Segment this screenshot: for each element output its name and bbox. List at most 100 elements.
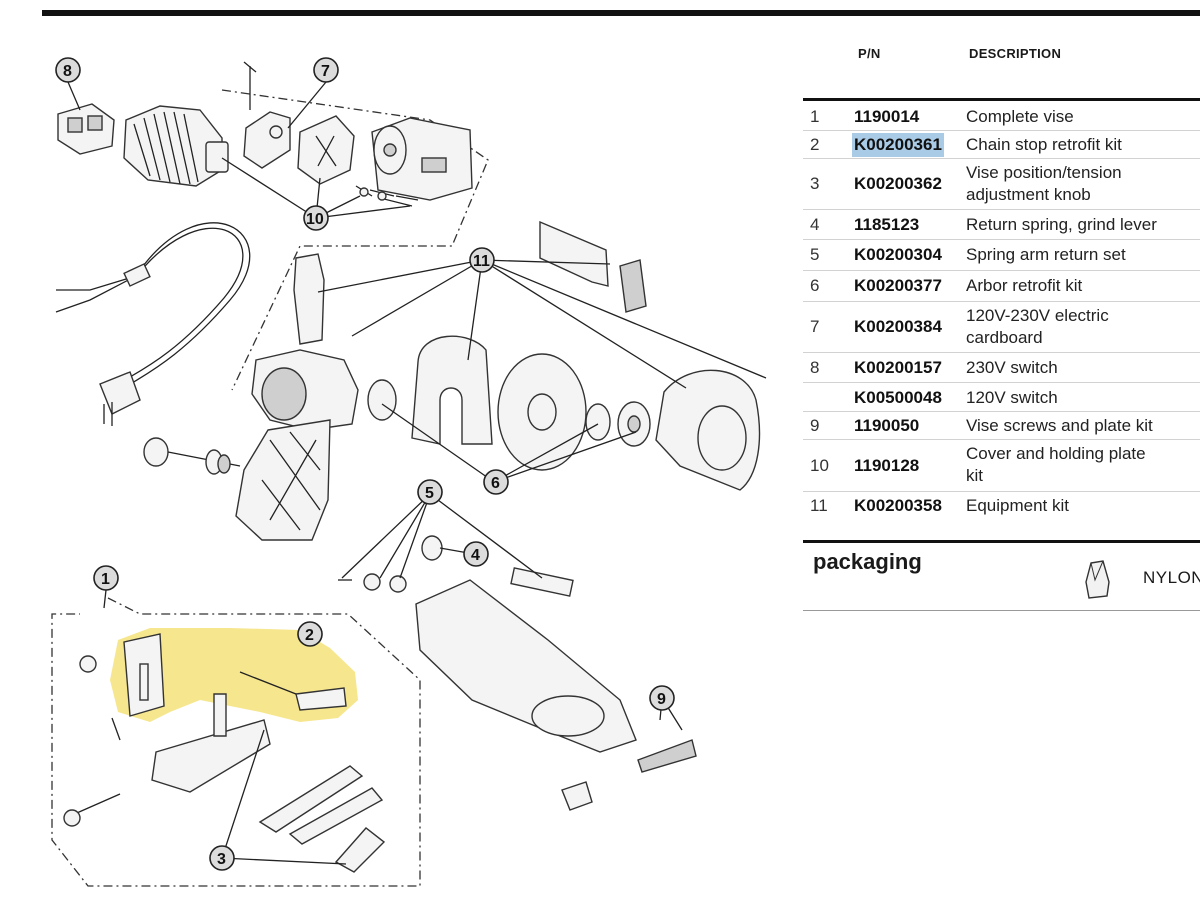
row-part-number: 1190014 [854,107,920,126]
table-row: 10 1190128 Cover and holding plate kit [803,439,1200,492]
row-part-number: K00200157 [854,358,942,377]
row-description: 120V-230V electric [966,306,1109,325]
callout-9: 9 [649,685,675,711]
vise-parts [63,633,386,873]
row-part-number: K00200362 [854,174,942,193]
row-number: 5 [810,245,820,264]
row-number: 11 [810,496,828,515]
callout-6: 6 [483,469,509,495]
table-row: 8 K00200157 230V switch [803,352,1200,383]
leader-lines [67,81,767,865]
svg-text:1: 1 [101,571,110,588]
depth-plate [539,220,647,313]
callout-4: 4 [463,541,489,567]
base [415,567,697,811]
arbor-shaft [143,437,241,475]
row-description: Vise screws and plate kit [966,416,1153,435]
callout-11: 11 [469,247,495,273]
exploded-parts-diagram: 1 2 3 4 5 6 7 8 9 10 11 [51,57,767,887]
switch-part-8 [57,103,115,155]
row-description: Vise position/tension [966,163,1122,182]
callout-1: 1 [93,565,119,591]
spring-arm-parts [338,535,443,593]
packaging-top-rule [803,540,1200,543]
svg-text:10: 10 [306,211,324,228]
callout-10: 10 [303,205,329,231]
row-description: Cover and holding plate [966,444,1146,463]
callout-3: 3 [209,845,235,871]
grinder-body [235,253,359,541]
row-part-number: K00200358 [854,496,942,515]
table-row: 2 K00200361 Chain stop retrofit kit [803,130,1200,159]
table-row: 5 K00200304 Spring arm return set [803,239,1200,271]
row-description: Equipment kit [966,496,1069,515]
callout-2: 2 [297,621,323,647]
packaging-bottom-rule [803,610,1200,611]
electric-board-part-7 [243,61,355,185]
motor-housing [123,105,229,187]
svg-text:4: 4 [471,547,480,564]
table-row: 9 1190050 Vise screws and plate kit [803,411,1200,440]
top-rule [42,10,1200,16]
table-row: 4 1185123 Return spring, grind lever [803,209,1200,240]
part-2-highlight [110,628,358,722]
row-number: 9 [810,416,820,435]
motor-group-outline [221,89,489,391]
wheel-guard-inner [411,335,493,445]
column-header-description: DESCRIPTION [969,46,1062,61]
row-description: Return spring, grind lever [966,215,1157,234]
row-description-line2: adjustment knob [966,185,1091,204]
callout-7: 7 [313,57,339,83]
row-part-number: 1190050 [854,416,920,435]
table-row: 7 K00200384 120V-230V electric cardboard [803,301,1200,353]
row-number: 8 [810,358,820,377]
row-description: Complete vise [966,107,1074,126]
screws-part-10 [355,185,419,207]
packaging-title: packaging [813,549,922,574]
row-number: 10 [810,456,829,475]
table-row: 3 K00200362 Vise position/tension adjust… [803,158,1200,210]
svg-text:9: 9 [657,691,666,708]
table-row: 1 1190014 Complete vise [803,101,1200,131]
svg-text:3: 3 [217,851,226,868]
nylon-bag-icon [1085,560,1110,599]
svg-text:8: 8 [63,63,72,80]
svg-text:6: 6 [491,475,500,492]
row-part-number: K00500048 [854,388,942,407]
row-part-number: K00200384 [854,317,942,336]
motor [371,117,473,201]
svg-text:2: 2 [305,627,314,644]
row-description: Arbor retrofit kit [966,276,1083,295]
vise-group-outline [51,597,421,887]
grinding-wheel [497,353,587,471]
row-description-line2: cardboard [966,328,1043,347]
row-description: Chain stop retrofit kit [966,135,1122,154]
row-part-number-highlighted: K00200361 [852,133,944,157]
column-header-pn: P/N [858,46,881,61]
row-part-number: K00200377 [854,276,942,295]
row-description-line2: kit [966,466,983,485]
row-number: 2 [810,135,820,154]
svg-text:7: 7 [321,63,330,80]
row-description: 230V switch [966,358,1058,377]
row-description: 120V switch [966,388,1058,407]
svg-text:11: 11 [473,253,490,270]
packaging-material: NYLON [1143,568,1200,587]
row-part-number: 1185123 [854,215,920,234]
row-number: 3 [810,174,820,193]
row-description: Spring arm return set [966,245,1126,264]
table-row: 11 K00200358 Equipment kit [803,491,1200,520]
row-number: 4 [810,215,820,234]
table-top-rule [803,98,1200,101]
table-row: K00500048 120V switch [803,382,1200,412]
callout-5: 5 [417,479,443,505]
row-number: 6 [810,276,820,295]
row-part-number: K00200304 [854,245,942,264]
power-cord [55,222,251,426]
svg-text:5: 5 [425,485,434,502]
table-row: 6 K00200377 Arbor retrofit kit [803,270,1200,302]
row-part-number: 1190128 [854,456,920,475]
row-number: 1 [810,107,820,126]
callout-8: 8 [55,57,81,83]
row-number: 7 [810,317,820,336]
